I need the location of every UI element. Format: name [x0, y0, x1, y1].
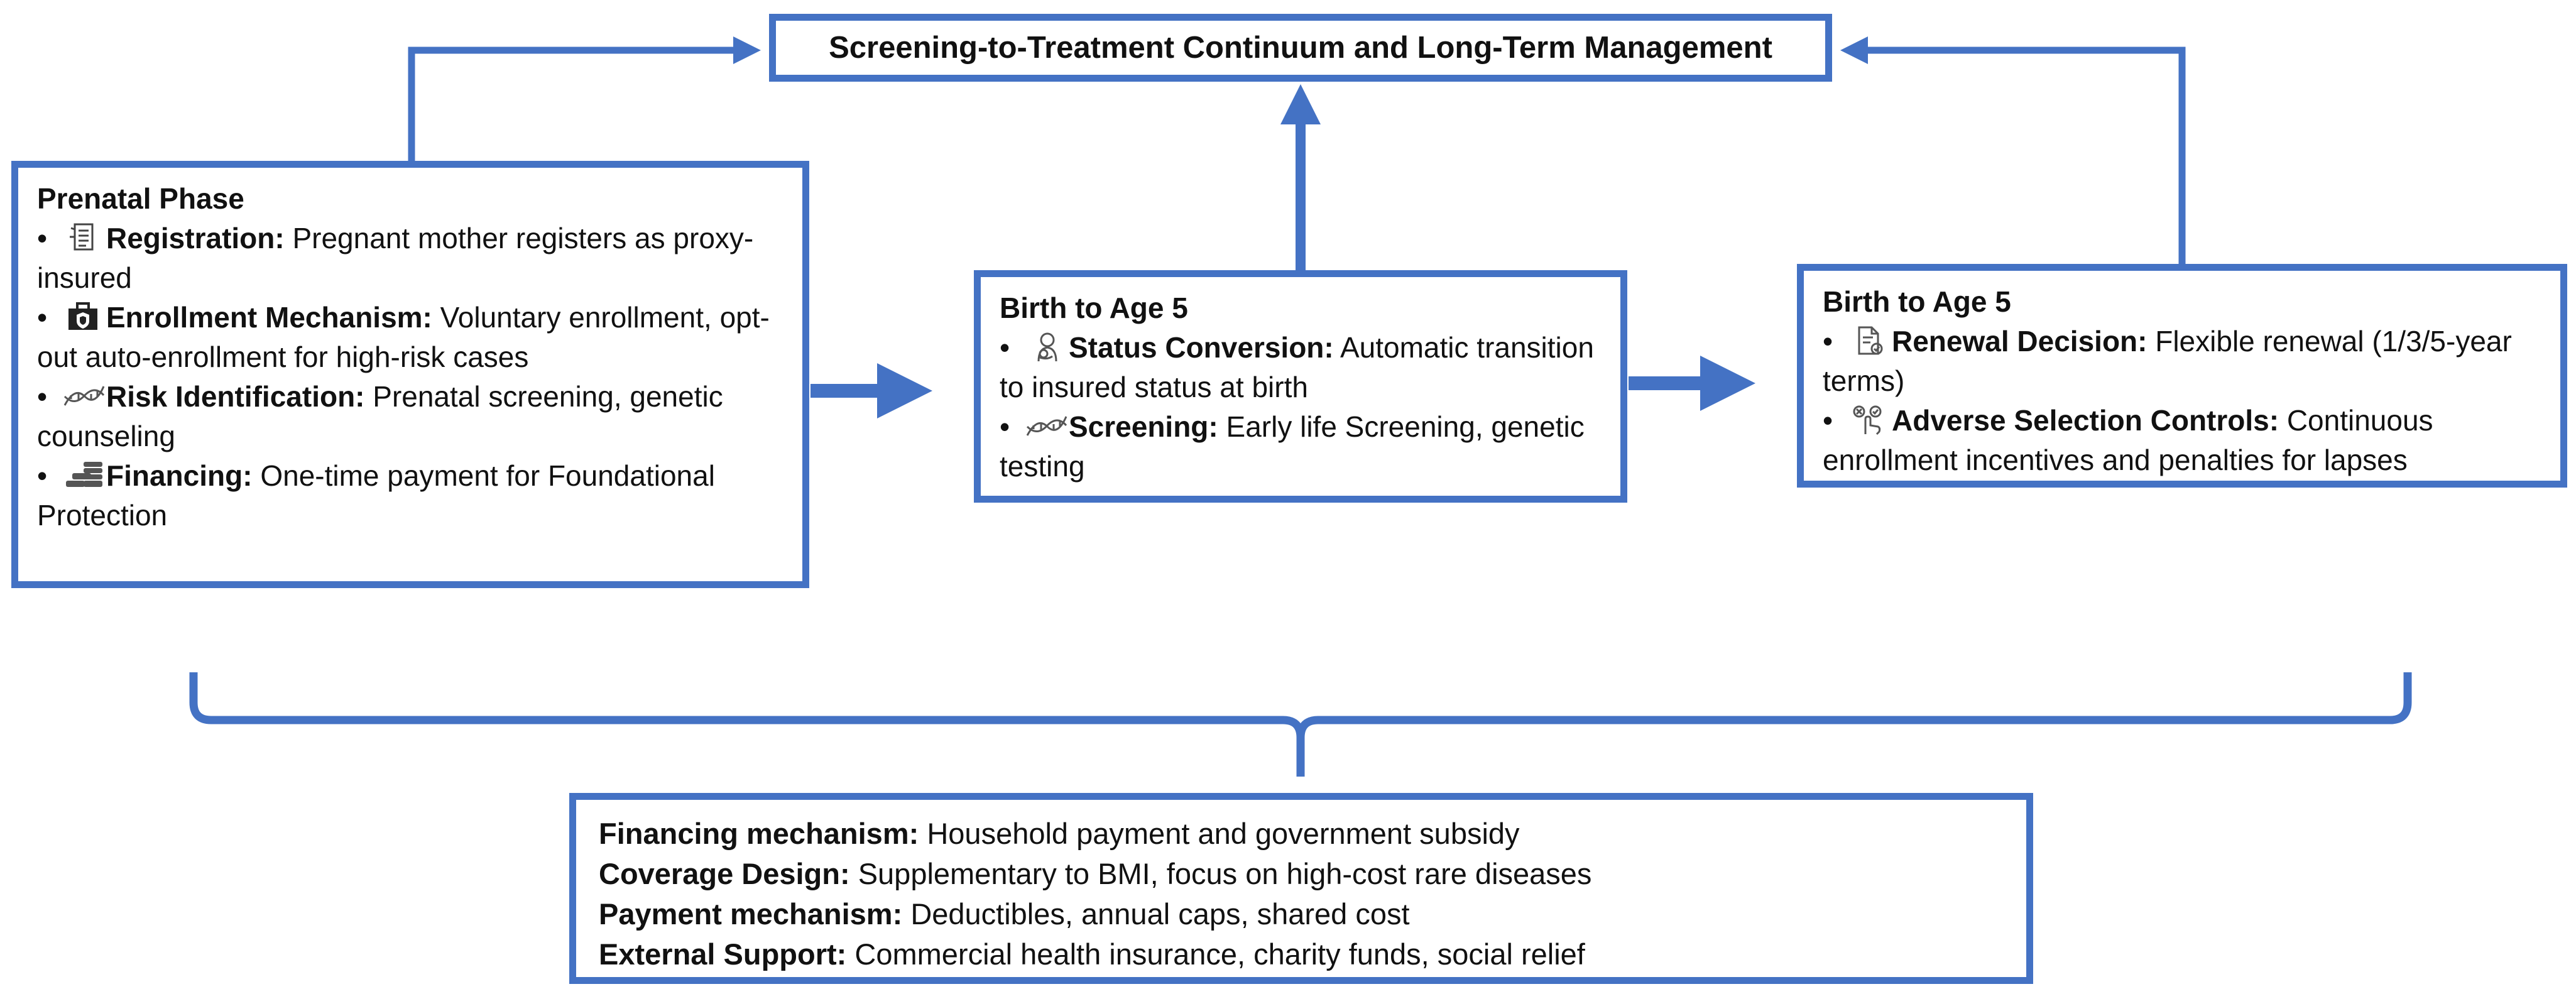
arrow-prenatal-to-title — [408, 36, 761, 161]
phase-item: • Adverse Selection Controls: Continuous … — [1823, 401, 2541, 480]
dna-icon — [1022, 410, 1069, 442]
summary-text: Deductibles, annual caps, shared cost — [910, 897, 1410, 931]
arrow-birth-b-to-title — [1840, 36, 2186, 264]
phase-item: • Enrollment Mechanism: Voluntary enrollm… — [37, 298, 783, 377]
diagram-title: Screening-to-Treatment Continuum and Lon… — [829, 31, 1772, 65]
item-label: Registration: — [106, 222, 285, 254]
summary-text: Supplementary to BMI, focus on high-cost… — [858, 857, 1592, 890]
summary-brace — [189, 672, 2412, 777]
bullet: • — [1823, 325, 1833, 358]
item-label: Risk Identification: — [106, 380, 365, 413]
briefcase-shield-icon — [60, 301, 106, 332]
phase-title: Birth to Age 5 — [1000, 292, 1188, 324]
phase-item: • Risk Identification: Prenatal screening… — [37, 377, 783, 456]
prenatal-phase-box: Prenatal Phase • Registration: Pregnant m… — [11, 161, 809, 588]
summary-label: Payment mechanism: — [599, 897, 903, 931]
phase-item: • Screening: Early life Screening, geneti… — [1000, 407, 1602, 486]
item-text: Voluntary enrollment, opt-out auto-enrol… — [37, 301, 770, 373]
item-text: Continuous enrollment incentives and pen… — [1823, 404, 2433, 476]
document-check-icon — [1845, 325, 1892, 356]
item-text: Prenatal screening, genetic counseling — [37, 380, 723, 452]
summary-label: Financing mechanism: — [599, 817, 919, 850]
item-text: Automatic transition to insured status a… — [1000, 331, 1594, 403]
bullet: • — [1000, 331, 1010, 364]
item-label: Status Conversion: — [1069, 331, 1334, 364]
summary-line: External Support: Commercial health insu… — [599, 934, 2004, 975]
summary-line: Coverage Design: Supplementary to BMI, f… — [599, 854, 2004, 894]
summary-line: Payment mechanism: Deductibles, annual c… — [599, 894, 2004, 934]
dna-icon — [60, 380, 106, 412]
phase-item: • Financing: One-time payment for Foundat… — [37, 456, 783, 535]
bullet: • — [37, 222, 48, 254]
bullet: • — [37, 380, 48, 413]
summary-text: Household payment and government subsidy — [927, 817, 1520, 850]
item-label: Enrollment Mechanism: — [106, 301, 432, 334]
item-text: One-time payment for Foundational Protec… — [37, 459, 715, 532]
item-text: Pregnant mother registers as proxy-insur… — [37, 222, 754, 294]
phase-title: Prenatal Phase — [37, 182, 244, 215]
item-label: Adverse Selection Controls: — [1892, 404, 2279, 437]
item-text: Early life Screening, genetic testing — [1000, 410, 1585, 483]
item-text: Flexible renewal (1/3/5-year terms) — [1823, 325, 2512, 397]
mother-baby-icon — [1022, 331, 1069, 363]
phase-title: Birth to Age 5 — [1823, 285, 2011, 318]
summary-line: Financing mechanism: Household payment a… — [599, 814, 2004, 854]
bullet: • — [1000, 410, 1010, 443]
bullet: • — [1823, 404, 1833, 437]
item-label: Financing: — [106, 459, 253, 492]
summary-label: External Support: — [599, 937, 847, 971]
phase-item: • Status Conversion: Automatic transition… — [1000, 328, 1602, 407]
bullet: • — [37, 459, 48, 492]
hand-choice-icon — [1845, 404, 1892, 435]
renewal-phase-box: Birth to Age 5 • Renewal Decision: Flexib… — [1797, 264, 2567, 488]
item-label: Renewal Decision: — [1892, 325, 2148, 358]
summary-text: Commercial health insurance, charity fun… — [854, 937, 1585, 971]
phase-item: • Renewal Decision: Flexible renewal (1/3… — [1823, 322, 2541, 401]
summary-label: Coverage Design: — [599, 857, 850, 890]
birth-phase-box: Birth to Age 5 • Status Conversion: Autom… — [974, 270, 1627, 503]
coins-icon — [60, 459, 106, 491]
summary-box: Financing mechanism: Household payment a… — [569, 793, 2033, 984]
title-box: Screening-to-Treatment Continuum and Lon… — [769, 14, 1832, 82]
phase-item: • Registration: Pregnant mother registers… — [37, 219, 783, 298]
item-label: Screening: — [1069, 410, 1218, 443]
bullet: • — [37, 301, 48, 334]
document-icon — [60, 222, 106, 253]
